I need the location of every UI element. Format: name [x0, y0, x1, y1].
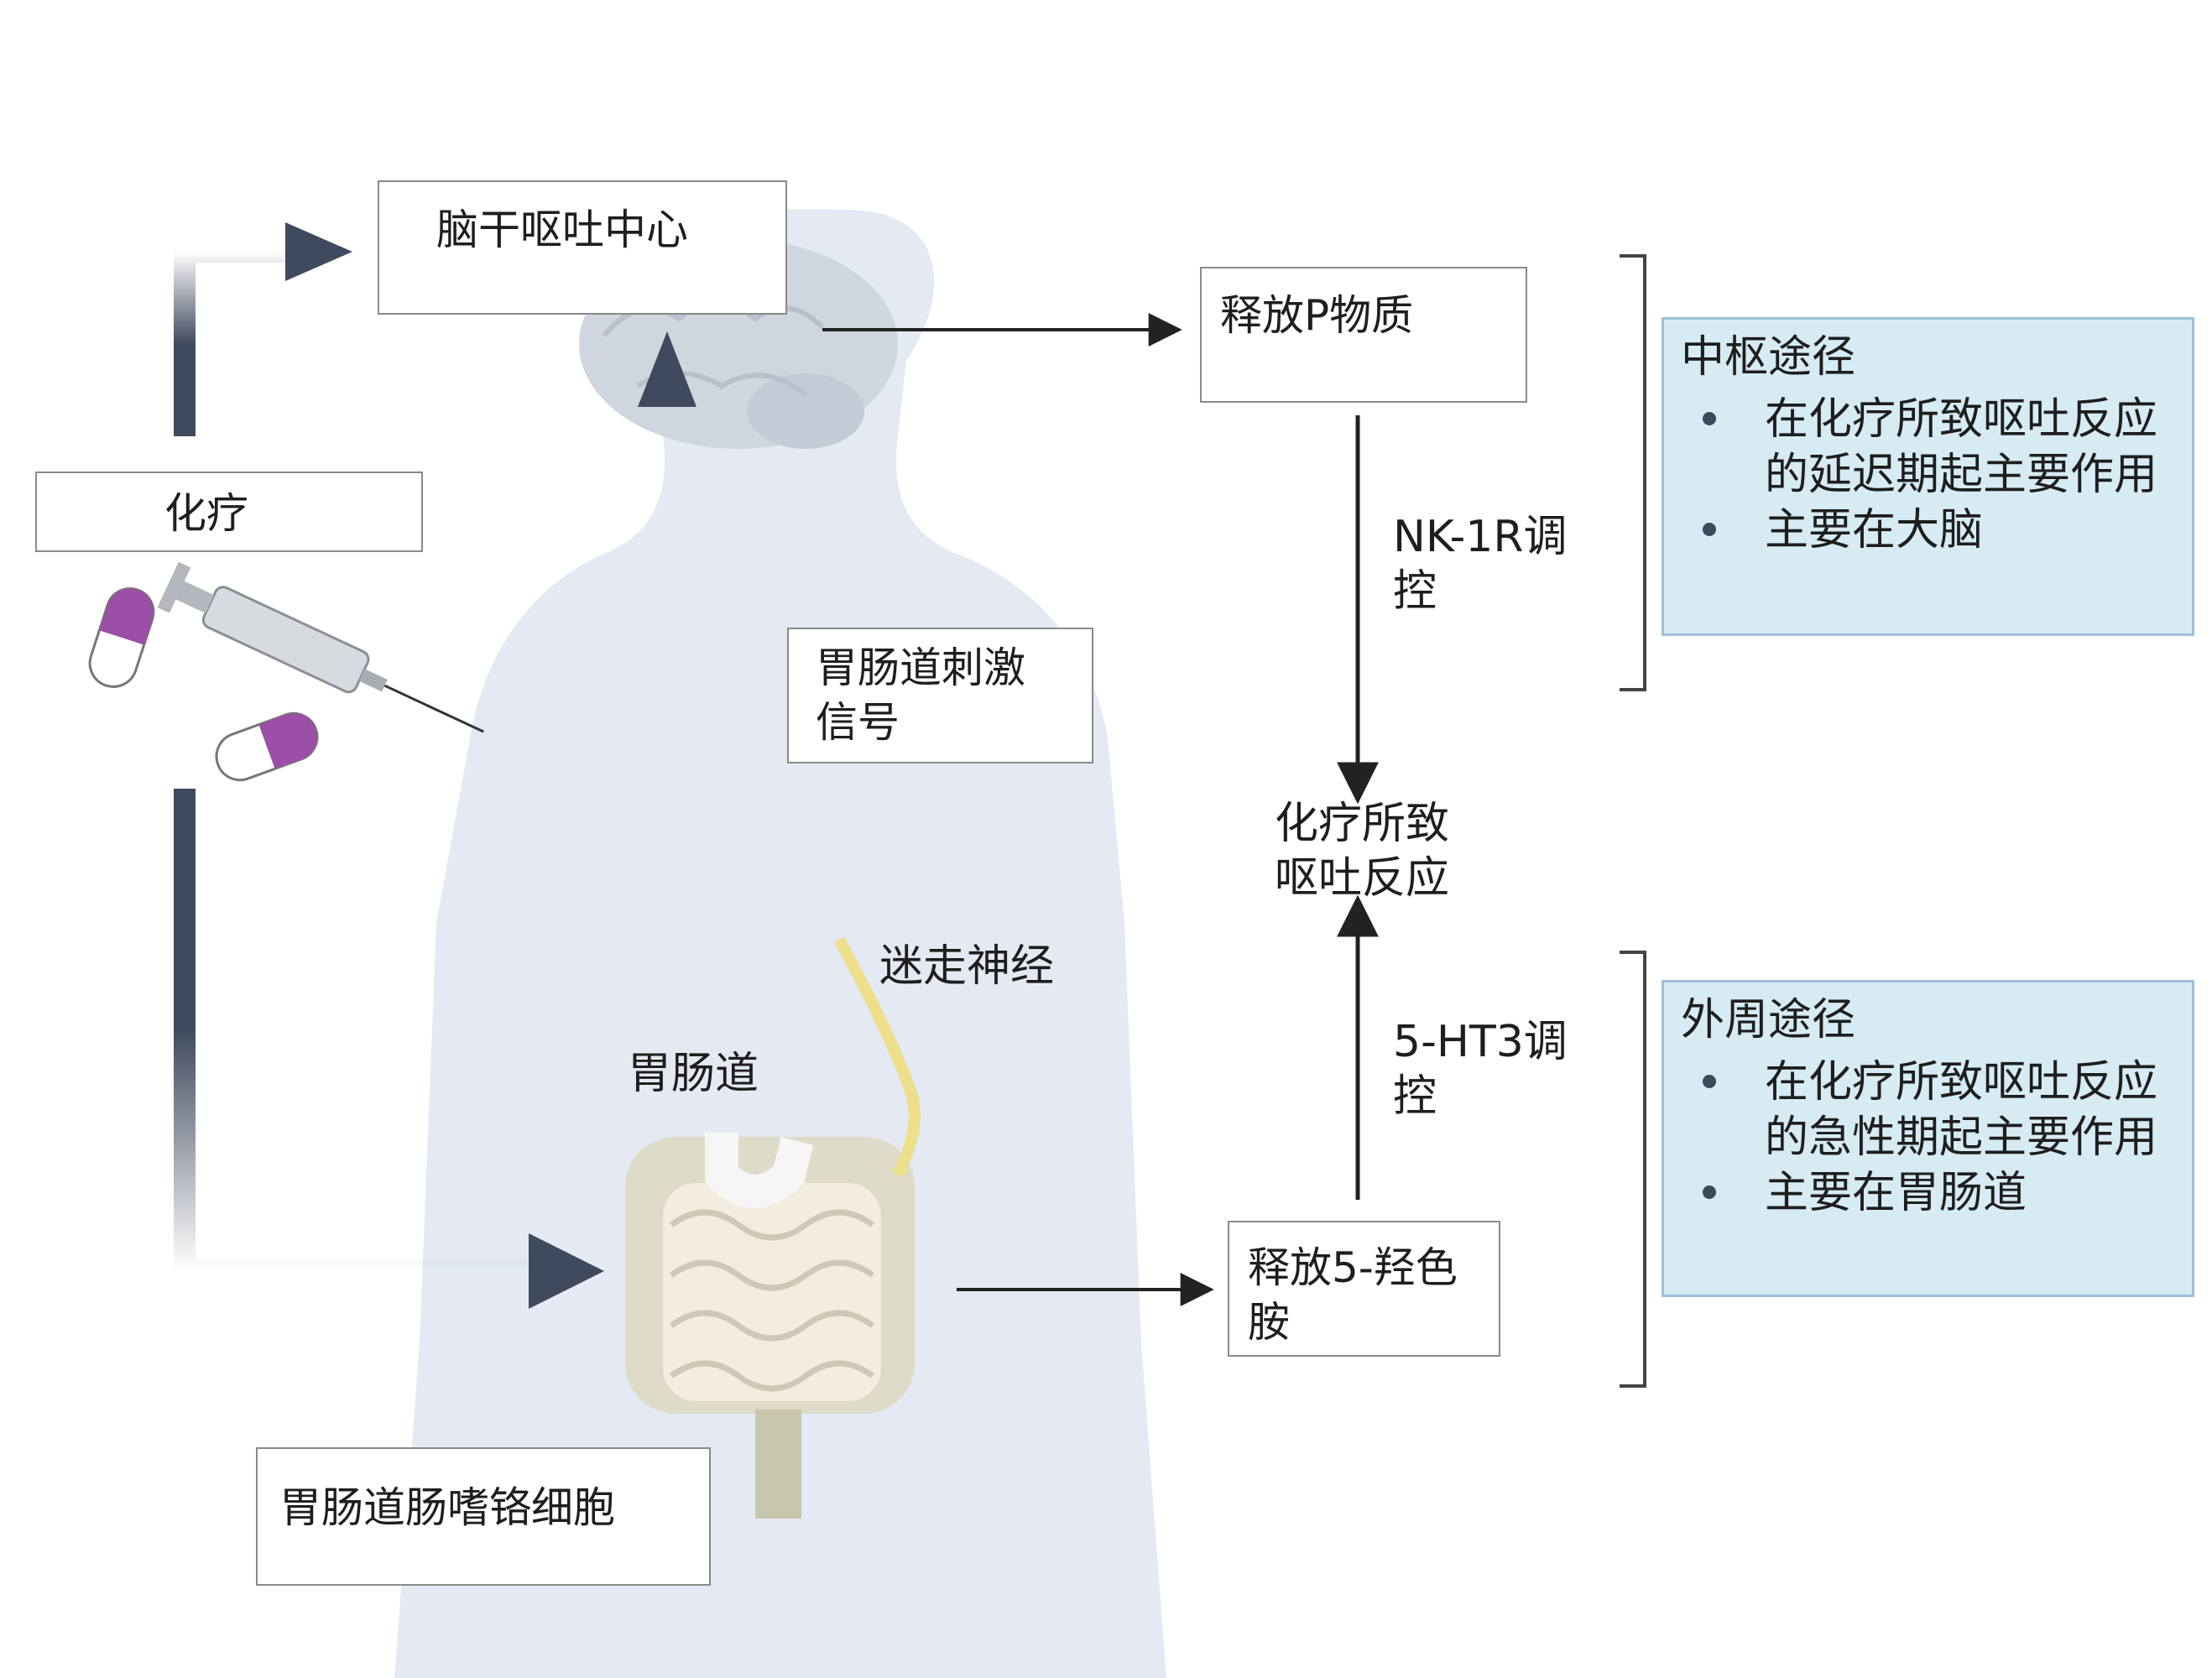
cinv-label: 化疗所致呕吐反应 [1274, 799, 1449, 904]
brainstem-arrowhead [285, 222, 352, 281]
list-item: 主要在大脑 [1681, 503, 2175, 558]
release-serotonin-box: 释放5-羟色胺 [1228, 1221, 1500, 1357]
intestine-illustration [625, 1133, 915, 1519]
release-5ht-label: 释放5-羟色胺 [1248, 1243, 1458, 1347]
bullet-icon [1703, 412, 1716, 426]
brainstem-vomiting-center-box: 脑干呕吐中心 [378, 180, 787, 315]
chemo-to-gi-arrow [174, 789, 537, 1282]
gi-tract-label: 胃肠道 [628, 1049, 759, 1099]
pills-illustration [88, 587, 319, 782]
gi-signal-label: 胃肠道刺激信号 [816, 644, 1025, 747]
vagus-nerve [833, 936, 921, 1178]
list-item: 主要在胃肠道 [1681, 1165, 2175, 1221]
list-item: 在化疗所致呕吐反应的急性期起主要作用 [1681, 1055, 2175, 1165]
peripheral-pathway-title: 外周途径 [1681, 995, 1856, 1045]
bullet-icon [1703, 1075, 1716, 1089]
bullet-icon [1703, 1186, 1716, 1200]
list-item: 在化疗所致呕吐反应的延迟期起主要作用 [1681, 392, 2175, 503]
bullet-icon [1703, 523, 1716, 537]
syringe-illustration [157, 561, 484, 733]
chemo-to-brainstem-arrow [174, 241, 294, 436]
peripheral-bracket [1620, 951, 1646, 1388]
central-bracket [1620, 254, 1646, 691]
human-silhouette [394, 209, 1166, 1678]
release-p-label: 释放P物质 [1220, 291, 1414, 340]
release-substance-p-box: 释放P物质 [1200, 267, 1527, 403]
ec-cells-label: 胃肠道肠嗜铬细胞 [279, 1483, 615, 1532]
nk1r-regulation-label: NK-1R调控 [1393, 512, 1568, 617]
central-pathway-title: 中枢途径 [1681, 332, 1856, 383]
vagus-nerve-label: 迷走神经 [879, 941, 1055, 992]
gi-stimulus-signal-box: 胃肠道刺激信号 [787, 628, 1093, 763]
peripheral-pathway-list: 在化疗所致呕吐反应的急性期起主要作用 主要在胃肠道 [1681, 1055, 2175, 1221]
central-pathway-list: 在化疗所致呕吐反应的延迟期起主要作用 主要在大脑 [1681, 392, 2175, 558]
gi-brain-arrowhead [638, 331, 696, 407]
peripheral-pathway-panel: 外周途径 在化疗所致呕吐反应的急性期起主要作用 主要在胃肠道 [1662, 980, 2194, 1297]
brainstem-label: 脑干呕吐中心 [436, 206, 688, 254]
chemo-label: 化疗 [164, 489, 248, 538]
5ht3-regulation-label: 5-HT3调控 [1393, 1017, 1568, 1122]
gi-arrowhead [529, 1233, 604, 1309]
enterochromaffin-cells-box: 胃肠道肠嗜铬细胞 [256, 1447, 711, 1586]
chemo-box: 化疗 [35, 472, 423, 552]
central-pathway-panel: 中枢途径 在化疗所致呕吐反应的延迟期起主要作用 主要在大脑 [1662, 317, 2194, 636]
